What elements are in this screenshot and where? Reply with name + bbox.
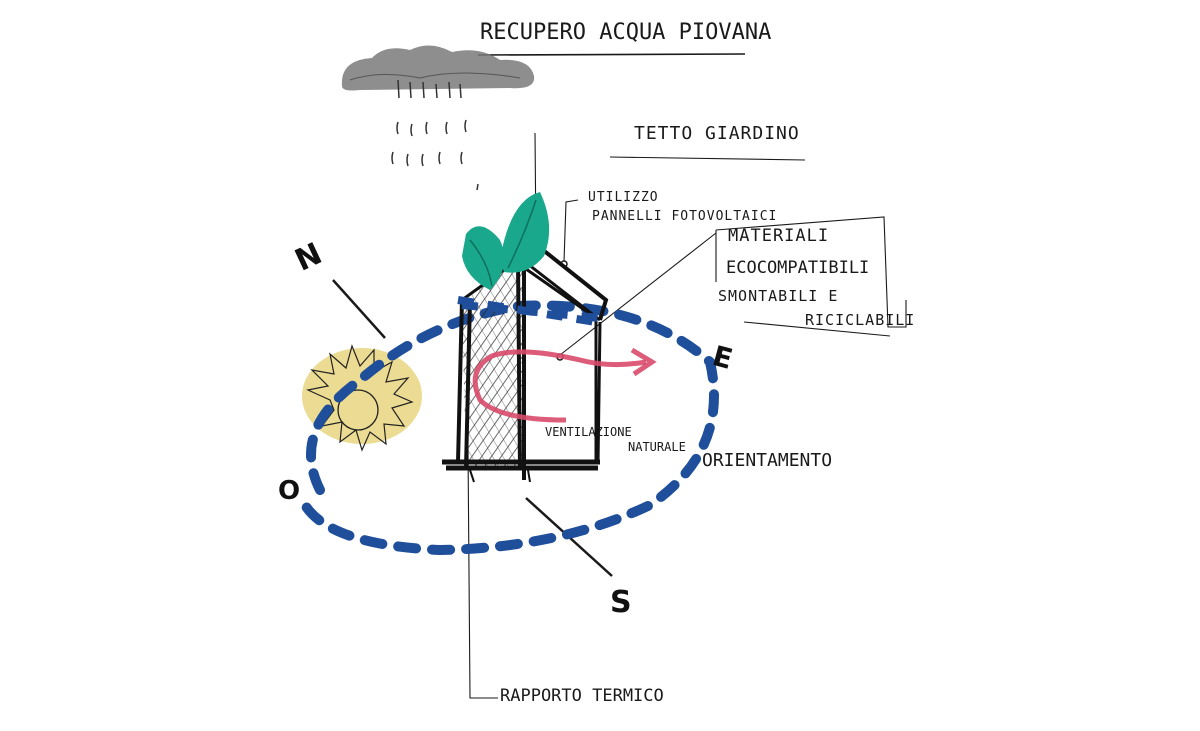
sun-icon [302,344,422,452]
label-materials-line1: MATERIALI [728,226,830,246]
sun-path [300,300,719,556]
compass-south: S [610,585,632,620]
label-roof-garden: TETTO GIARDINO [634,123,800,144]
materials-box [715,216,907,337]
label-ratio: RAPPORTO TERMICO [500,686,664,706]
label-pv-line2: PANNELLI FOTOVOLTAICI [592,209,778,224]
label-pv-line1: UTILIZZO [588,190,659,205]
label-ventilation-line2: NATURALE [628,440,686,454]
diagram-title: RECUPERO ACQUA PIOVANA [480,20,772,45]
house-icon [442,243,609,483]
leaf-icon [462,192,550,290]
label-orientation: ORIENTAMENTO [702,450,833,471]
airflow-arrowhead [630,347,657,377]
label-ventilation-line1: VENTILAZIONE [545,425,632,439]
leader-lines [467,132,806,699]
cloud-icon [341,45,535,91]
label-materials-line2: ECOCOMPATIBILI [726,258,870,278]
rain-icon [391,79,479,191]
airflow-arrow [472,349,647,423]
title-underline [477,53,746,56]
label-materials-line4: RICICLABILI [805,311,916,329]
compass-west: O [278,476,301,506]
label-materials-line3: SMONTABILI E [718,287,839,305]
